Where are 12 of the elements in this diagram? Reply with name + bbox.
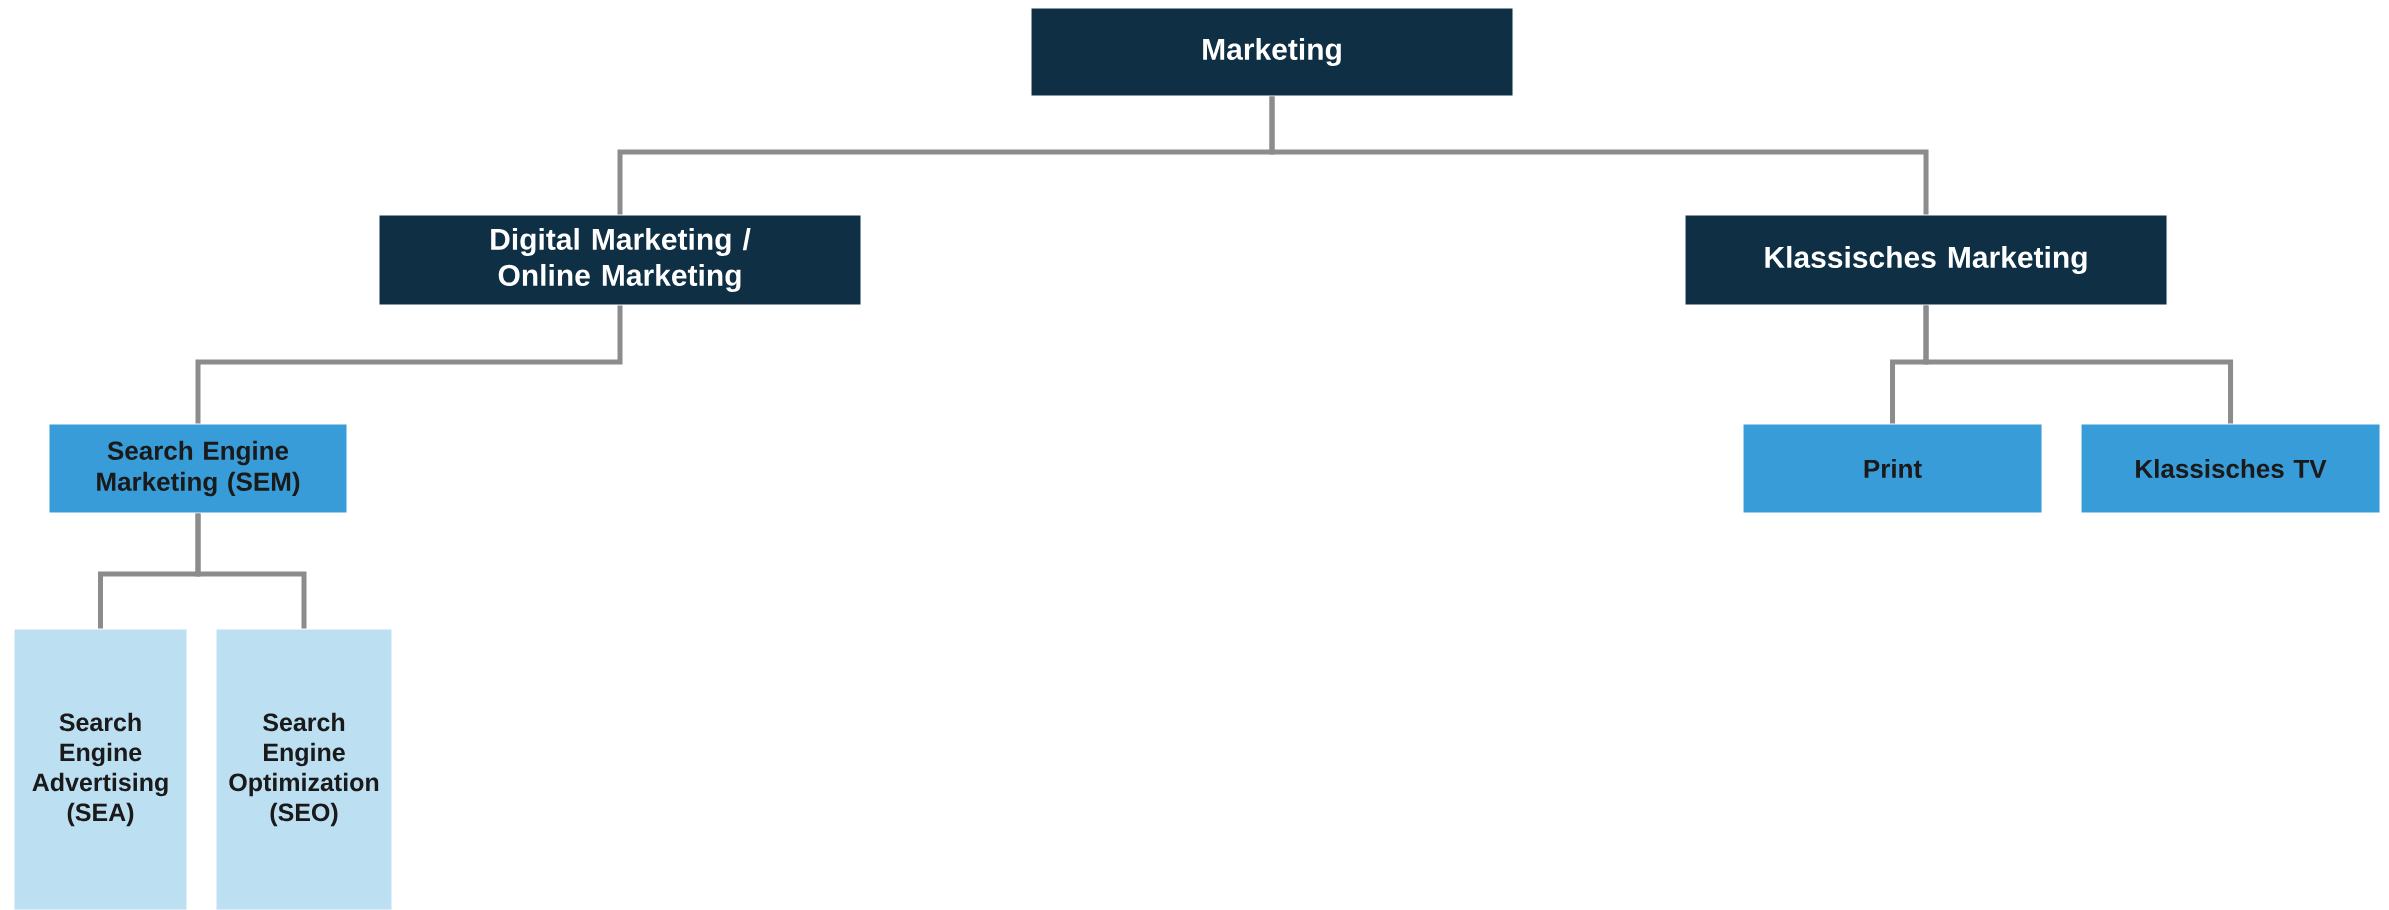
category-box: Search Engine Marketing (SEM) xyxy=(48,423,348,514)
connector-line xyxy=(1269,96,1929,215)
category-box: Search Engine Optimization (SEO) xyxy=(215,628,393,910)
category-box: Search Engine Advertising (SEA) xyxy=(13,628,188,910)
connector-line xyxy=(195,513,307,629)
category-box: Print xyxy=(1742,423,2043,514)
connector-line xyxy=(195,305,623,424)
category-box: Digital Marketing / Online Marketing xyxy=(378,214,862,306)
category-box: Klassisches TV xyxy=(2080,423,2381,514)
category-box: Klassisches Marketing xyxy=(1684,214,2168,306)
category-box: Marketing xyxy=(1030,7,1514,97)
connector-line xyxy=(1923,305,2234,424)
